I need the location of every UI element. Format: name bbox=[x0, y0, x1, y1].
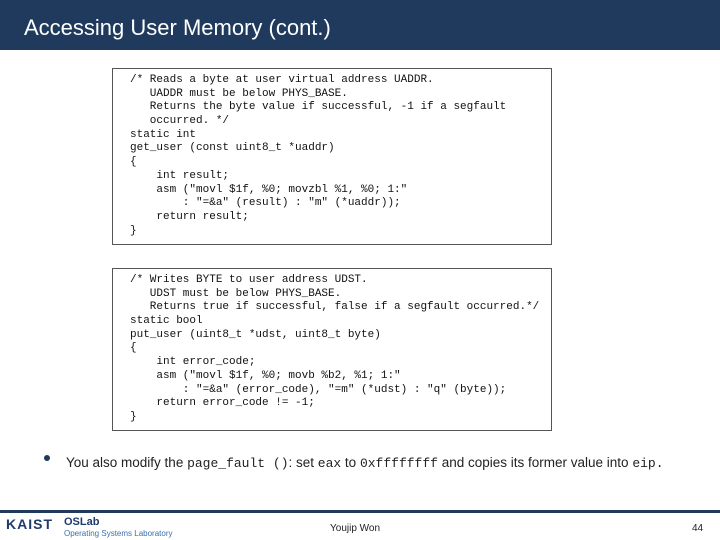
code-value: 0xffffffff bbox=[359, 456, 438, 471]
code-line: Returns true if successful, false if a s… bbox=[130, 301, 540, 314]
oslab-logo: OSLab bbox=[64, 516, 100, 528]
slide-title: Accessing User Memory (cont.) bbox=[24, 15, 331, 40]
bullet-icon bbox=[44, 455, 50, 461]
code-line: { bbox=[130, 156, 137, 169]
text: : set bbox=[288, 455, 318, 470]
code-line: put_user (uint8_t *udst, uint8_t byte) bbox=[130, 328, 381, 341]
code-block-get-user: /* Reads a byte at user virtual address … bbox=[112, 68, 552, 245]
kaist-logo: KAIST bbox=[6, 516, 53, 532]
page-number: 44 bbox=[692, 523, 704, 534]
code-line: : "=&a" (result) : "m" (*uaddr)); bbox=[130, 197, 401, 210]
code-eip: eip bbox=[632, 456, 656, 471]
code-line: /* Reads a byte at user virtual address … bbox=[130, 74, 434, 86]
code-line: Returns the byte value if successful, -1… bbox=[130, 101, 507, 114]
text: and copies its former value into bbox=[437, 455, 633, 470]
code-line: int result; bbox=[130, 169, 230, 182]
text: to bbox=[341, 455, 360, 470]
code-page-fault: page_fault () bbox=[187, 456, 289, 471]
text: . bbox=[655, 456, 664, 471]
text: You also modify the bbox=[66, 455, 188, 470]
code-line: { bbox=[130, 342, 137, 355]
code-line: occurred. */ bbox=[130, 115, 230, 128]
code-line: asm ("movl $1f, %0; movb %b2, %1; 1:" bbox=[130, 369, 401, 382]
code-line: asm ("movl $1f, %0; movzbl %1, %0; 1:" bbox=[130, 183, 408, 196]
code-line: } bbox=[130, 410, 137, 423]
code-line: static int bbox=[130, 128, 197, 141]
code-block-put-user: /* Writes BYTE to user address UDST. UDS… bbox=[112, 268, 552, 431]
bullet-text: You also modify the page_fault (): set e… bbox=[66, 449, 696, 477]
title-bar: Accessing User Memory (cont.) bbox=[0, 0, 720, 50]
code-line: UADDR must be below PHYS_BASE. bbox=[130, 87, 348, 100]
code-line: /* Writes BYTE to user address UDST. bbox=[130, 274, 368, 286]
code-line: return error_code != -1; bbox=[130, 397, 315, 410]
code-line: int error_code; bbox=[130, 356, 256, 369]
code-line: } bbox=[130, 224, 137, 237]
code-line: : "=&a" (error_code), "=m" (*udst) : "q"… bbox=[130, 383, 507, 396]
code-line: UDST must be below PHYS_BASE. bbox=[130, 287, 342, 300]
footer-divider bbox=[0, 510, 720, 513]
code-eax: eax bbox=[317, 456, 342, 471]
oslab-logo-subtitle: Operating Systems Laboratory bbox=[64, 529, 173, 538]
code-line: static bool bbox=[130, 315, 203, 328]
code-line: return result; bbox=[130, 210, 249, 223]
author: Youjip Won bbox=[330, 523, 381, 534]
code-line: get_user (const uint8_t *uaddr) bbox=[130, 142, 335, 155]
